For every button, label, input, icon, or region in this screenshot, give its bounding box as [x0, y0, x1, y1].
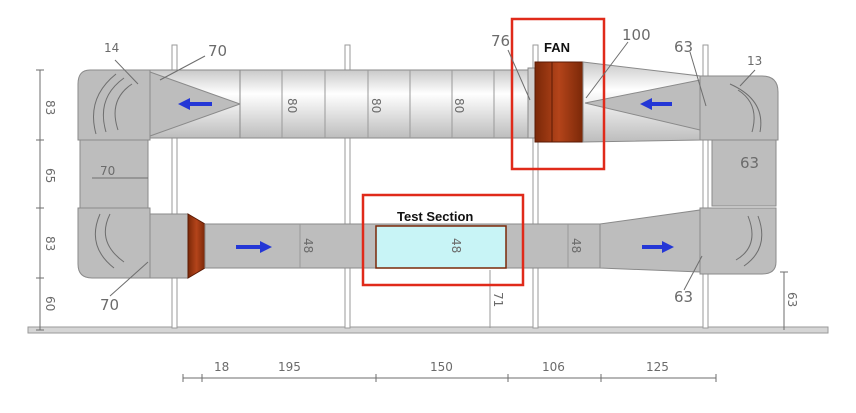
- dim-bottom-duct-1: 48: [301, 238, 315, 253]
- dim-support-height: 71: [491, 292, 505, 307]
- dim-fan-right: 100: [622, 26, 651, 44]
- top-right-corner: [699, 75, 779, 141]
- dim-top-duct-1: 80: [285, 98, 299, 113]
- top-main-duct: [239, 69, 531, 139]
- dim-top-duct-3: 80: [452, 98, 466, 113]
- dim-bottom-h2: 195: [278, 360, 301, 374]
- dim-left-v1: 83: [43, 100, 57, 115]
- dim-bottom-h5: 125: [646, 360, 669, 374]
- dim-bottom-left-corner: 70: [100, 296, 119, 314]
- support-pole: [532, 44, 539, 329]
- support-poles: [171, 44, 709, 329]
- right-return-duct: [711, 139, 777, 207]
- flow-arrow-left-right: [640, 98, 672, 110]
- dim-left-v3: 83: [43, 236, 57, 251]
- dim-test-section-height: 48: [449, 238, 463, 253]
- flow-arrow-right-bottom-2: [642, 241, 674, 253]
- dim-top-left-corner: 14: [104, 41, 119, 55]
- fan-housing: [534, 61, 584, 143]
- dim-top-duct-2: 80: [369, 98, 383, 113]
- test-section-highlight-box: [361, 193, 525, 287]
- bottom-left-fan: [187, 213, 206, 279]
- support-pole: [171, 44, 178, 329]
- fan-label: FAN: [544, 40, 570, 55]
- dim-top-right-corner: 13: [747, 54, 762, 68]
- dim-top-right-section: 63: [674, 38, 693, 56]
- test-section-box: [375, 225, 507, 269]
- bottom-right-corner: [699, 207, 777, 275]
- ground-floor: [27, 326, 829, 334]
- dim-bottom-h4: 106: [542, 360, 565, 374]
- bottom-dimension-line: [182, 374, 717, 382]
- bottom-duct-segments: [299, 224, 569, 268]
- top-duct-segments: [281, 70, 495, 138]
- dim-left-v2: 65: [43, 168, 57, 183]
- flow-arrows: [178, 98, 674, 253]
- bottom-left-segment: [149, 213, 189, 279]
- dim-bottom-right-corner: 63: [674, 288, 693, 306]
- fan-highlight-box: [510, 17, 606, 171]
- left-dimension-line: [36, 69, 44, 331]
- right-dimension-line: [780, 271, 788, 330]
- top-left-corner: [77, 69, 151, 141]
- corner-vanes: [93, 73, 763, 269]
- dim-bottom-h1: 18: [214, 360, 229, 374]
- flow-arrow-left-top: [178, 98, 212, 110]
- dim-left-return: 70: [100, 164, 115, 178]
- dim-bottom-duct-2: 48: [569, 238, 583, 253]
- dim-right-support: 63: [785, 292, 799, 307]
- support-pole: [702, 44, 709, 329]
- test-section-label: Test Section: [397, 209, 473, 224]
- bottom-right-diffuser: [599, 209, 701, 273]
- dim-fan-left: 76: [491, 32, 510, 50]
- dim-left-v4: 60: [43, 296, 57, 311]
- dim-right-return: 63: [740, 154, 759, 172]
- dim-top-left-contraction: 70: [208, 42, 227, 60]
- dim-bottom-h3: 150: [430, 360, 453, 374]
- flow-arrow-right-bottom: [236, 241, 272, 253]
- support-pole: [344, 44, 351, 329]
- leader-lines: [92, 41, 756, 297]
